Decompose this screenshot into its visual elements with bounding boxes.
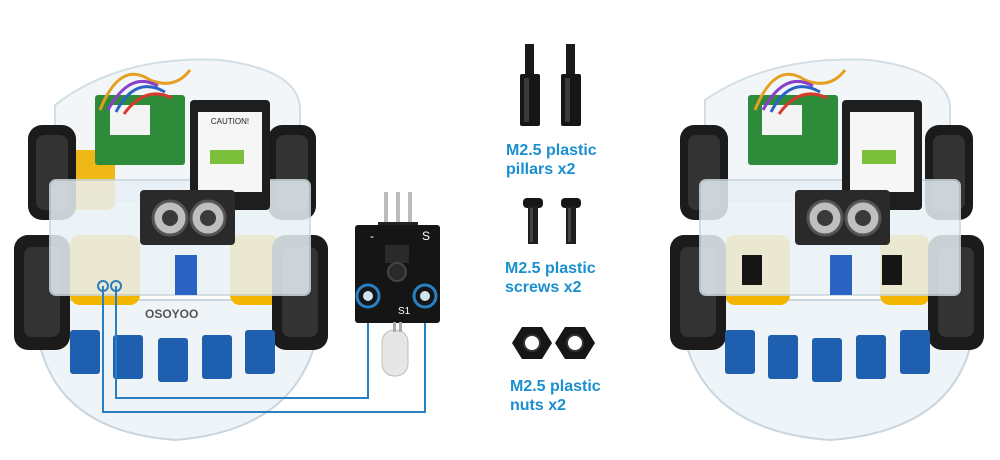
screws-label-line1: M2.5 plastic bbox=[505, 260, 596, 277]
connector-line-outer bbox=[102, 286, 426, 413]
pillars-label-line2: pillars x2 bbox=[506, 161, 576, 178]
screw-icon-2 bbox=[561, 198, 581, 244]
mounting-hole-left bbox=[355, 283, 381, 309]
servo-blue bbox=[175, 255, 197, 295]
pillars-label-line1: M2.5 plastic bbox=[506, 142, 597, 159]
connector-line-inner bbox=[115, 286, 369, 399]
hex-nut-icon bbox=[512, 327, 552, 359]
hex-standoff-icon bbox=[520, 44, 540, 126]
pin-minus-label: - bbox=[370, 229, 374, 243]
mounted-ir-module-left bbox=[742, 255, 762, 285]
nuts-label: M2.5 plastic nuts x2 bbox=[510, 377, 601, 415]
nuts-label-line2: nuts x2 bbox=[510, 397, 567, 414]
mounting-hole-right bbox=[412, 283, 438, 309]
brand-text: OSOYOO bbox=[145, 307, 198, 321]
board-s1-label: S1 bbox=[398, 306, 411, 317]
line-sensors-left bbox=[70, 330, 275, 382]
mounted-ir-module-right bbox=[882, 255, 902, 285]
screws-label: M2.5 plastic screws x2 bbox=[505, 259, 596, 297]
screws-label-line2: screws x2 bbox=[505, 279, 582, 296]
hex-standoff-icon-2 bbox=[561, 44, 581, 126]
nuts-label-line1: M2.5 plastic bbox=[510, 378, 601, 395]
caution-text: CAUTION! bbox=[211, 117, 249, 126]
line-sensors-right bbox=[725, 330, 930, 382]
screw-icon bbox=[523, 198, 543, 244]
pin-s-label: S bbox=[422, 229, 430, 243]
pillars-label: M2.5 plastic pillars x2 bbox=[506, 141, 597, 179]
hex-nut-icon-2 bbox=[555, 327, 595, 359]
